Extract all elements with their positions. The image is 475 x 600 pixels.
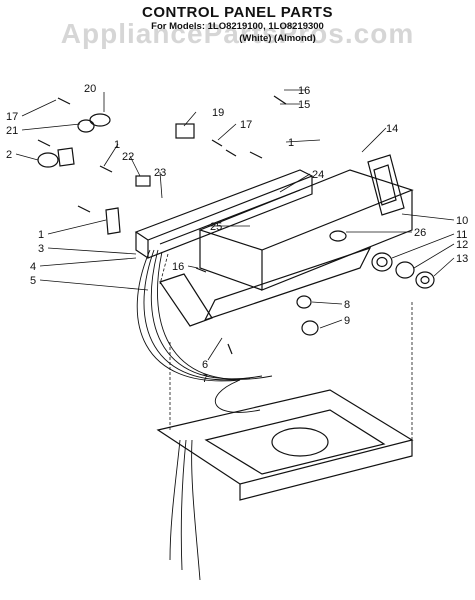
knob-assembly xyxy=(371,252,435,289)
models-line: For Models: 1LO8219100, 1LO8219300 xyxy=(151,21,324,32)
callout-numbers: 20 17 21 2 16 15 19 17 1 14 1 22 23 24 2… xyxy=(6,83,468,385)
console-panel xyxy=(198,169,414,322)
callout-9: 9 xyxy=(344,315,350,327)
callout-21: 21 xyxy=(6,125,18,137)
leader-lines xyxy=(159,253,413,440)
callout-13: 13 xyxy=(456,253,468,265)
screws xyxy=(37,95,287,355)
small-knobs xyxy=(296,295,319,336)
callout-1b: 1 xyxy=(114,139,120,151)
callout-12: 12 xyxy=(456,239,468,251)
top-cabinet xyxy=(156,389,414,501)
callout-14: 14 xyxy=(386,123,398,135)
callout-20: 20 xyxy=(84,83,96,95)
lower-bracket xyxy=(159,273,213,327)
models-sub: (White) (Almond) xyxy=(239,33,316,44)
callout-17b: 17 xyxy=(240,119,252,131)
callout-leaders xyxy=(15,89,455,361)
callout-7: 7 xyxy=(202,373,208,385)
callout-1c: 1 xyxy=(38,229,44,241)
wire-harness xyxy=(136,249,273,581)
callout-17: 17 xyxy=(6,111,18,123)
timer-parts xyxy=(37,113,195,235)
callout-3: 3 xyxy=(38,243,44,255)
callout-26: 26 xyxy=(414,227,426,239)
callout-22: 22 xyxy=(122,151,134,163)
callout-6: 6 xyxy=(202,359,208,371)
callout-15: 15 xyxy=(298,99,310,111)
callout-4: 4 xyxy=(30,261,36,273)
callout-10: 10 xyxy=(456,215,468,227)
watermark-text: AppliancePartsPros.com xyxy=(60,18,415,49)
callout-8: 8 xyxy=(344,299,350,311)
callout-2: 2 xyxy=(6,149,12,161)
diagram-title: CONTROL PANEL PARTS xyxy=(142,4,333,21)
callout-11: 11 xyxy=(456,229,467,241)
callout-24: 24 xyxy=(312,169,324,181)
callout-23: 23 xyxy=(154,167,166,179)
end-cap xyxy=(367,154,405,216)
control-panel-bracket xyxy=(134,169,314,259)
callout-5: 5 xyxy=(30,275,36,287)
callout-16b: 16 xyxy=(172,261,184,273)
callout-25: 25 xyxy=(210,221,222,233)
callout-1a: 1 xyxy=(288,137,294,149)
callout-19: 19 xyxy=(212,107,224,119)
callout-16: 16 xyxy=(298,85,310,97)
